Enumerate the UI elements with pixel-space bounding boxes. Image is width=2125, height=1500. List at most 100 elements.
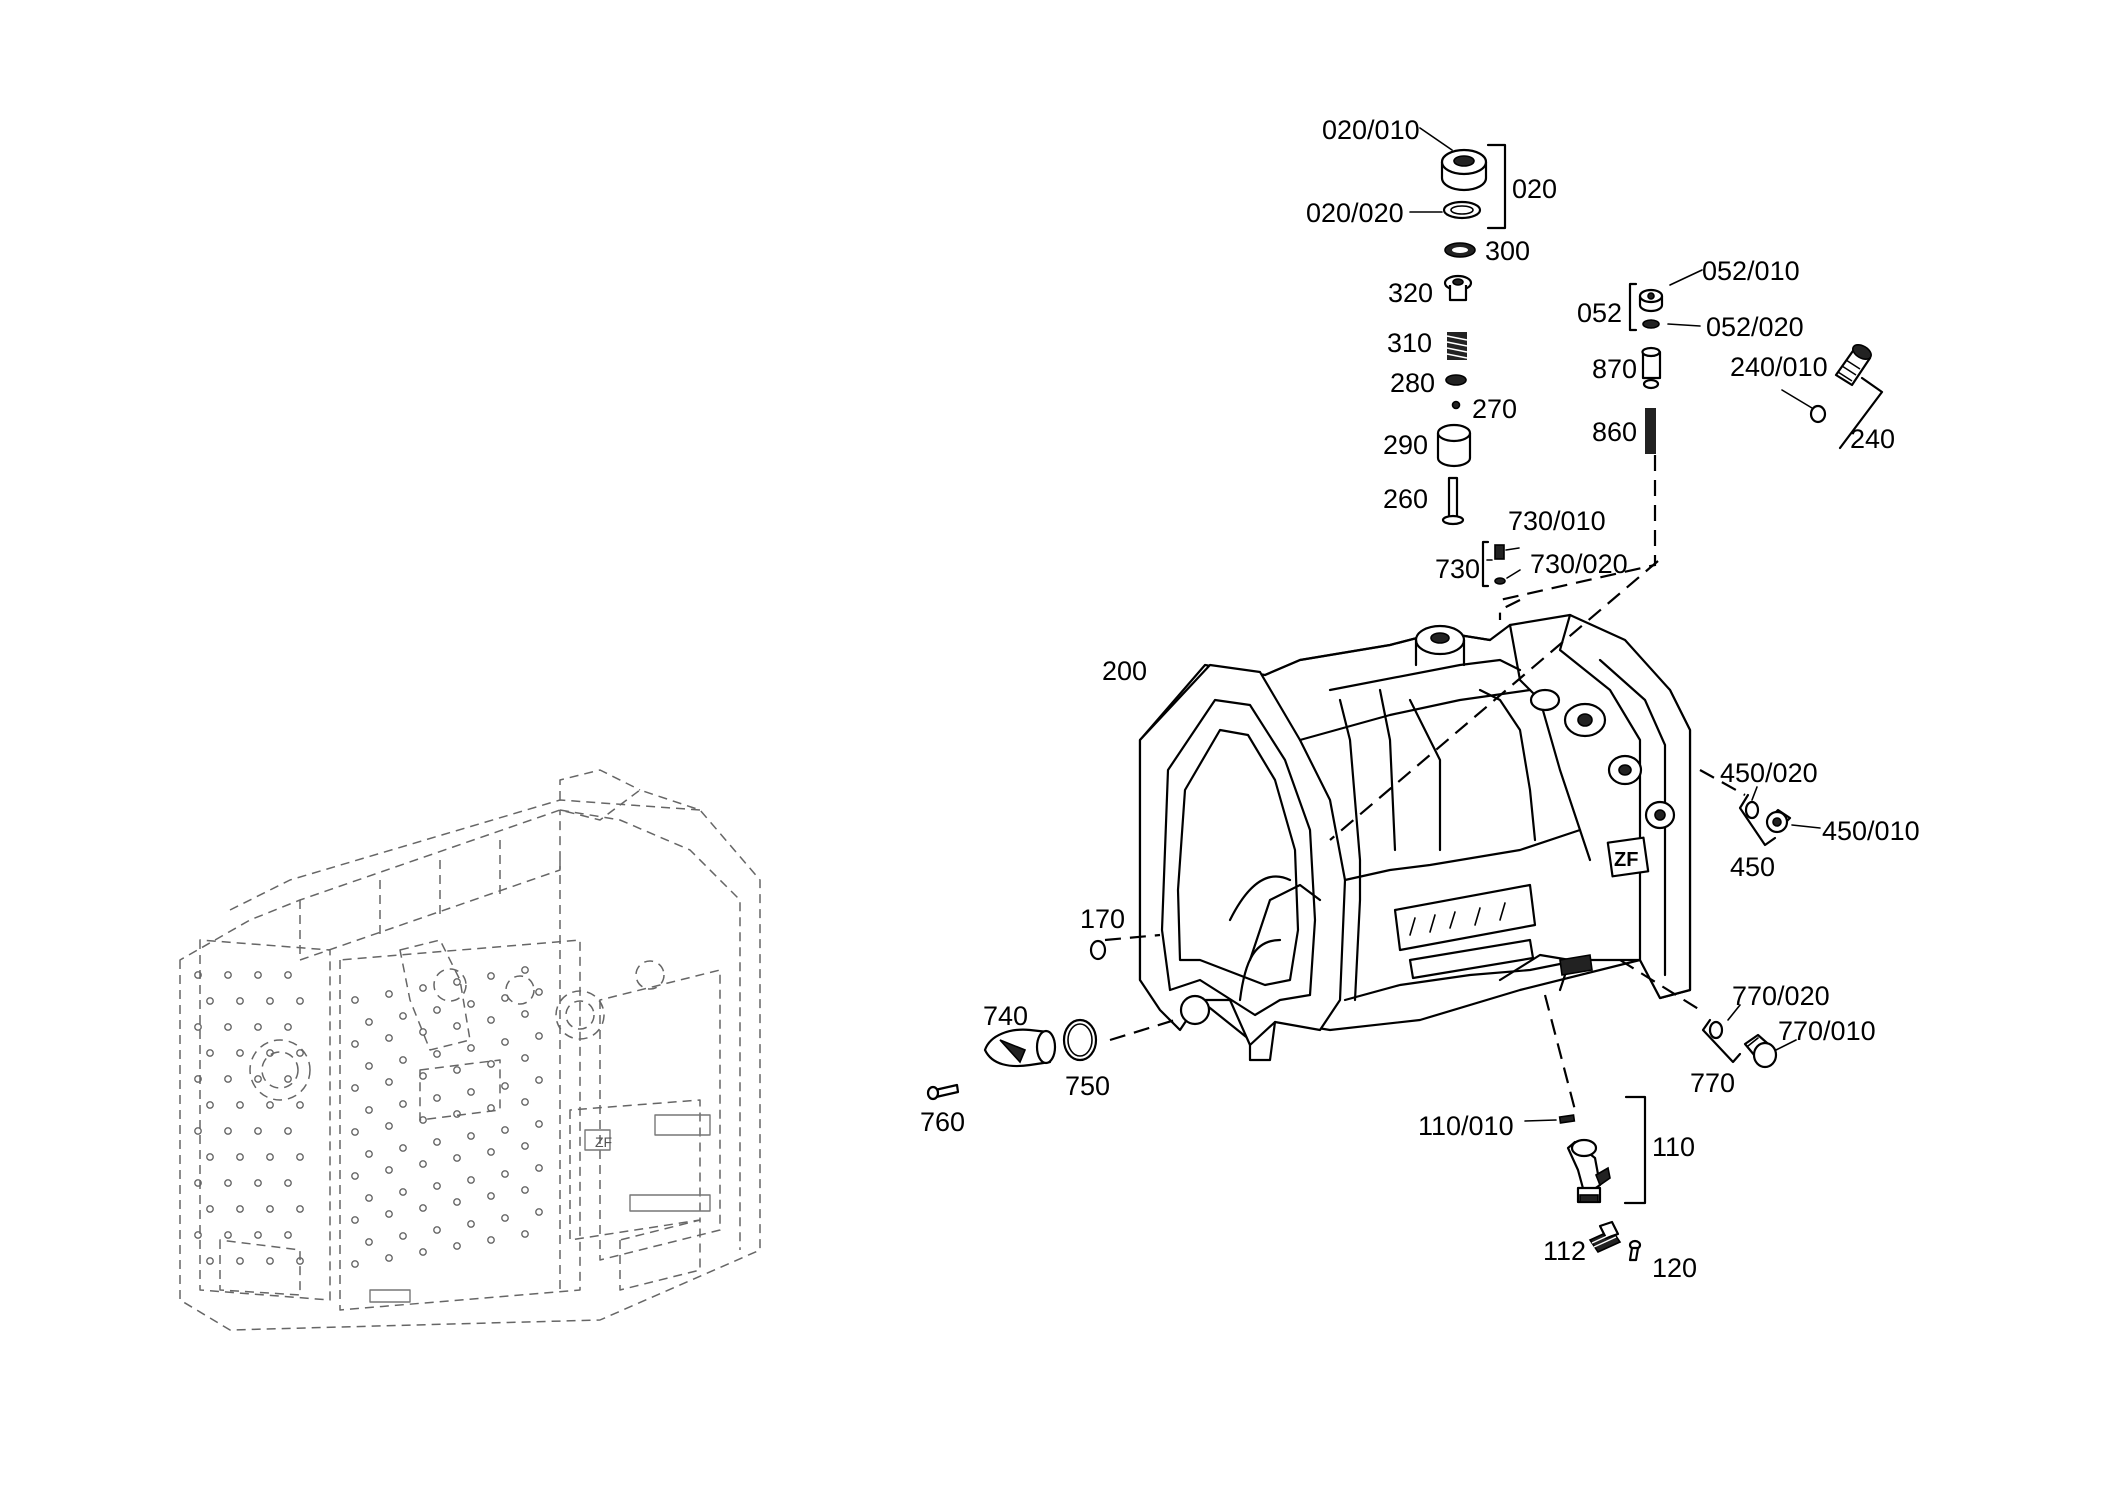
reference-bolt-hole bbox=[385, 1166, 393, 1174]
reference-bolt-hole bbox=[224, 1179, 232, 1187]
part-860 bbox=[1645, 408, 1656, 454]
label-110-010: 110/010 bbox=[1418, 1111, 1514, 1141]
bracket-110 bbox=[1623, 1095, 1647, 1205]
reference-bolt-hole bbox=[385, 1078, 393, 1086]
part-870 bbox=[1641, 346, 1662, 390]
reference-bolt-hole bbox=[194, 1179, 202, 1187]
label-020-010: 020/010 bbox=[1322, 115, 1420, 145]
reference-transmission-outline: ZF bbox=[179, 769, 761, 1331]
reference-bolt-hole bbox=[521, 1142, 529, 1150]
line-860 bbox=[1499, 455, 1657, 602]
reference-bolt-hole bbox=[365, 1106, 373, 1114]
reference-bolt-hole bbox=[206, 1101, 214, 1109]
reference-bolt-hole bbox=[351, 1260, 359, 1268]
reference-bolt-hole bbox=[501, 1038, 509, 1046]
reference-bolt-hole bbox=[236, 1153, 244, 1161]
reference-bolt-hole bbox=[467, 1044, 475, 1052]
part-240-o-ring bbox=[1809, 404, 1827, 424]
reference-bolt-hole bbox=[236, 1049, 244, 1057]
label-300: 300 bbox=[1485, 236, 1530, 266]
part-310 bbox=[1446, 332, 1468, 360]
reference-bolt-hole bbox=[385, 1122, 393, 1130]
reference-bolt-hole bbox=[467, 1000, 475, 1008]
reference-bolt-hole bbox=[399, 1100, 407, 1108]
part-730-020 bbox=[1494, 577, 1506, 585]
reference-bolt-hole bbox=[206, 1049, 214, 1057]
label-052-020: 052/020 bbox=[1706, 312, 1804, 342]
bracket-020 bbox=[1486, 143, 1507, 230]
reference-bolt-hole bbox=[385, 990, 393, 998]
part-280 bbox=[1445, 374, 1467, 386]
line-770 bbox=[1619, 959, 1701, 1011]
reference-bolt-hole bbox=[521, 966, 529, 974]
reference-bolt-hole bbox=[351, 1084, 359, 1092]
reference-bolt-hole bbox=[254, 971, 262, 979]
part-110 bbox=[1566, 1138, 1611, 1204]
reference-bolt-hole bbox=[296, 1153, 304, 1161]
part-020-020 bbox=[1442, 200, 1482, 220]
reference-bolt-hole bbox=[206, 1257, 214, 1265]
reference-bolt-hole bbox=[194, 1075, 202, 1083]
part-270 bbox=[1451, 400, 1461, 410]
reference-bolt-hole bbox=[433, 1182, 441, 1190]
reference-bolt-hole bbox=[419, 1072, 427, 1080]
reference-bolt-hole bbox=[224, 1023, 232, 1031]
reference-bolt-hole bbox=[487, 1148, 495, 1156]
label-200: 200 bbox=[1102, 656, 1147, 686]
part-770-010 bbox=[1743, 1033, 1778, 1069]
part-260 bbox=[1441, 476, 1465, 526]
reference-bolt-hole bbox=[194, 1231, 202, 1239]
reference-bolt-hole bbox=[453, 1154, 461, 1162]
part-450-010 bbox=[1765, 808, 1792, 834]
label-770-020: 770/020 bbox=[1732, 981, 1830, 1011]
reference-logo-text: ZF bbox=[595, 1134, 612, 1150]
reference-bolt-hole bbox=[521, 1230, 529, 1238]
reference-bolt-hole bbox=[487, 1192, 495, 1200]
part-740 bbox=[983, 1028, 1057, 1068]
reference-bolt-hole bbox=[385, 1210, 393, 1218]
label-110: 110 bbox=[1652, 1132, 1695, 1162]
reference-bolt-hole bbox=[284, 1075, 292, 1083]
reference-bolt-hole bbox=[487, 1236, 495, 1244]
reference-bolt-hole bbox=[351, 1172, 359, 1180]
reference-bolt-hole bbox=[433, 1006, 441, 1014]
reference-bolt-hole bbox=[487, 972, 495, 980]
reference-bolt-hole bbox=[487, 1060, 495, 1068]
reference-bolt-hole bbox=[535, 988, 543, 996]
label-770-010: 770/010 bbox=[1778, 1016, 1876, 1046]
reference-bolt-hole bbox=[453, 1066, 461, 1074]
reference-bolt-hole bbox=[351, 1216, 359, 1224]
reference-bolt-hole bbox=[351, 1040, 359, 1048]
leader-lines bbox=[1409, 127, 1821, 1122]
reference-bolt-hole bbox=[194, 1127, 202, 1135]
part-760 bbox=[926, 1083, 960, 1101]
part-170 bbox=[1089, 939, 1107, 961]
label-730-010: 730/010 bbox=[1508, 506, 1606, 536]
reference-bolt-hole bbox=[453, 1198, 461, 1206]
reference-bolt-hole bbox=[467, 1220, 475, 1228]
reference-bolt-hole bbox=[351, 1128, 359, 1136]
reference-bolt-hole bbox=[453, 1242, 461, 1250]
reference-bolt-hole bbox=[266, 1049, 274, 1057]
reference-bolt-hole bbox=[419, 1248, 427, 1256]
reference-bolt-hole bbox=[254, 1127, 262, 1135]
line-450 bbox=[1699, 769, 1746, 796]
reference-bolt-hole bbox=[487, 1104, 495, 1112]
label-450-020: 450/020 bbox=[1720, 758, 1818, 788]
label-240: 240 bbox=[1850, 424, 1895, 454]
label-240-010: 240/010 bbox=[1730, 352, 1828, 382]
reference-bolt-hole bbox=[236, 1101, 244, 1109]
label-052-010: 052/010 bbox=[1702, 256, 1800, 286]
label-740: 740 bbox=[983, 1001, 1028, 1031]
part-770-020 bbox=[1708, 1020, 1724, 1040]
label-290: 290 bbox=[1383, 430, 1428, 460]
label-730-020: 730/020 bbox=[1530, 549, 1628, 579]
reference-bolt-hole bbox=[433, 1138, 441, 1146]
reference-bolt-hole bbox=[521, 1098, 529, 1106]
reference-bolt-hole bbox=[419, 1028, 427, 1036]
line-170 bbox=[1104, 933, 1161, 942]
label-310: 310 bbox=[1387, 328, 1432, 358]
reference-bolt-hole bbox=[224, 1127, 232, 1135]
reference-bolt-hole bbox=[296, 1049, 304, 1057]
reference-bolt-hole bbox=[521, 1054, 529, 1062]
